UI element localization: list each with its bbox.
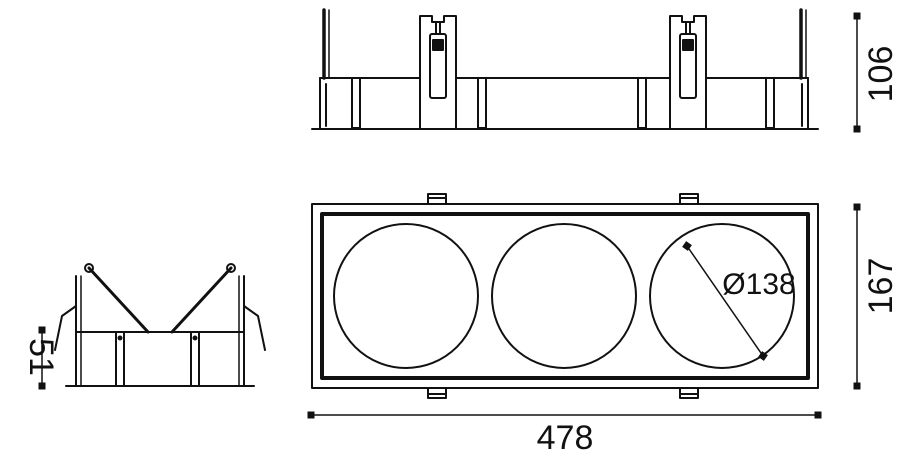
top-view (311, 8, 819, 130)
dimension-label-51: 51 (22, 338, 60, 376)
diameter-label: Ø138 (722, 268, 795, 301)
dimension-line-478 (307, 411, 822, 419)
dimension-line-106 (853, 12, 861, 133)
diameter-line (682, 241, 768, 361)
side-view (54, 263, 266, 387)
lamp-circle-right (649, 223, 795, 369)
dimension-label-106: 106 (862, 46, 900, 103)
dimension-label-167: 167 (862, 258, 900, 315)
dimension-line-167 (853, 203, 861, 390)
dimension-line-51 (38, 326, 46, 390)
lamp-circle-left (333, 223, 479, 369)
front-view (311, 193, 819, 399)
lamp-circle-center (491, 223, 637, 369)
dimension-label-478: 478 (537, 419, 594, 456)
